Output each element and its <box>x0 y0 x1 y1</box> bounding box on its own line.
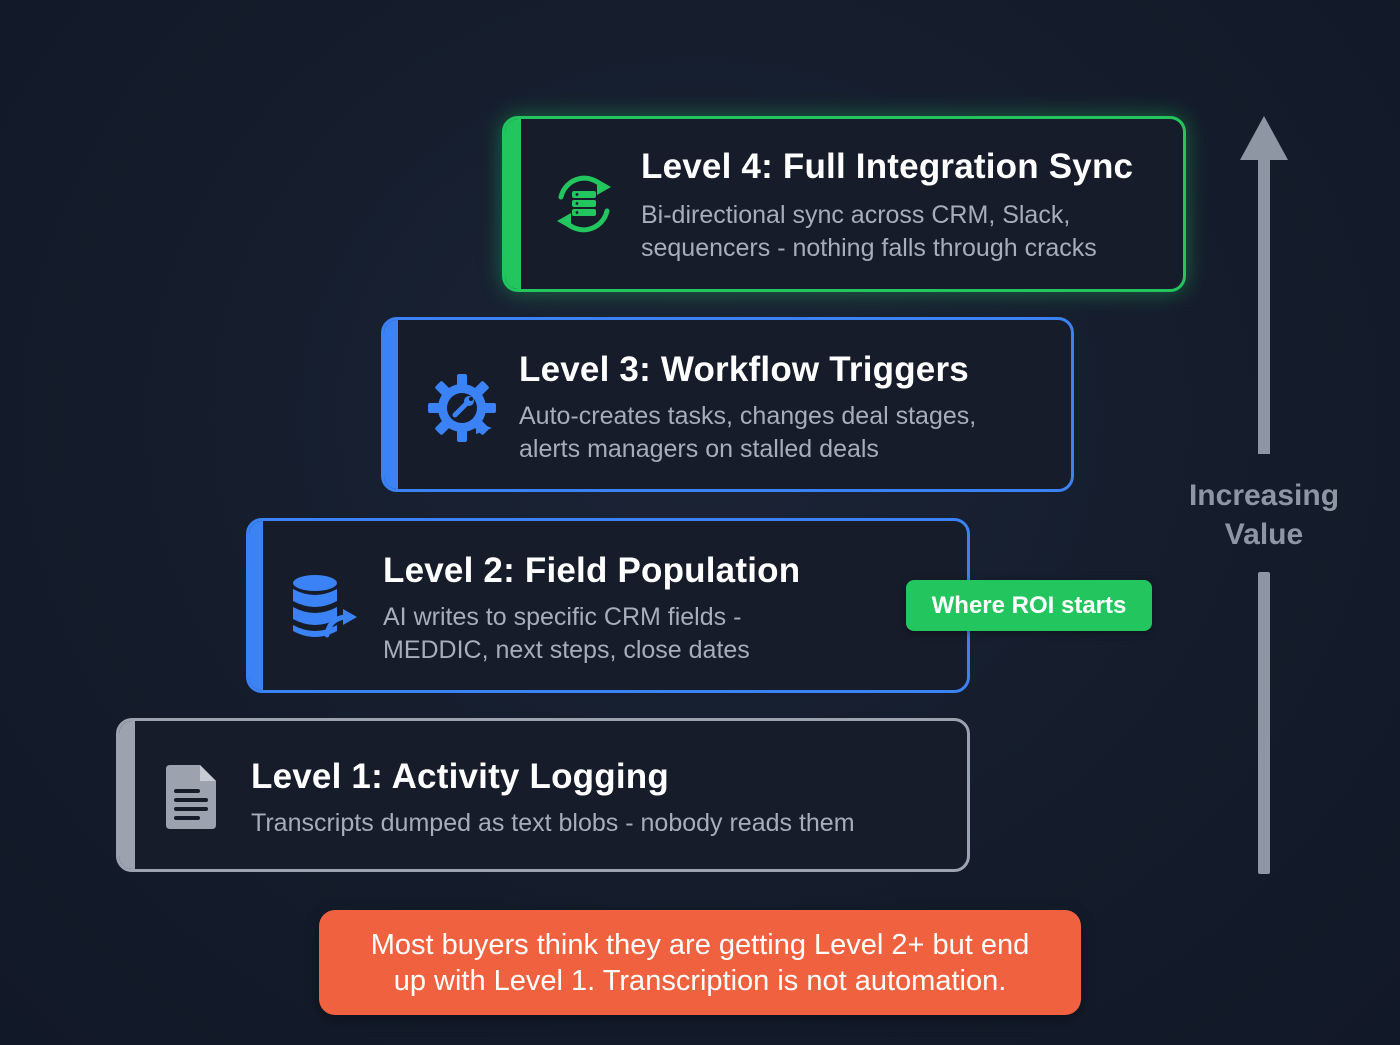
level-2-accent-stripe <box>249 521 263 690</box>
level-4-desc-line-2: sequencers - nothing falls through crack… <box>641 234 1097 262</box>
level-1-accent-stripe <box>119 721 135 869</box>
level-2-card: Level 2: Field Population AI writes to s… <box>246 518 970 693</box>
level-1-title: Level 1: Activity Logging <box>251 757 669 796</box>
roi-starts-badge: Where ROI starts <box>906 580 1152 631</box>
level-1-description: Transcripts dumped as text blobs - nobod… <box>251 809 855 837</box>
sync-database-icon <box>549 169 619 244</box>
level-2-desc-line-1: AI writes to specific CRM fields - <box>383 603 742 631</box>
document-icon <box>164 763 218 836</box>
value-label-line-2: Value <box>1224 518 1304 551</box>
gear-wrench-icon <box>426 372 498 449</box>
value-label-line-1: Increasing <box>1188 479 1340 512</box>
level-2-title: Level 2: Field Population <box>383 551 801 590</box>
increasing-value-label: Increasing Value <box>1164 476 1364 554</box>
level-4-accent-stripe <box>505 119 521 289</box>
level-3-desc-line-1: Auto-creates tasks, changes deal stages, <box>519 402 977 430</box>
level-4-title: Level 4: Full Integration Sync <box>641 147 1134 186</box>
database-write-icon <box>289 573 361 648</box>
level-3-accent-stripe <box>384 320 398 489</box>
level-2-description: AI writes to specific CRM fields - MEDDI… <box>383 601 750 667</box>
level-3-card: Level 3: Workflow Triggers Auto-creates … <box>381 317 1074 492</box>
level-4-description: Bi-directional sync across CRM, Slack, s… <box>641 199 1097 265</box>
warning-callout: Most buyers think they are getting Level… <box>319 910 1081 1015</box>
level-1-card: Level 1: Activity Logging Transcripts du… <box>116 718 970 872</box>
level-3-desc-line-2: alerts managers on stalled deals <box>519 435 879 463</box>
warning-line-1: Most buyers think they are getting Level… <box>370 928 1030 961</box>
level-2-desc-line-2: MEDDIC, next steps, close dates <box>383 636 750 664</box>
level-4-desc-line-1: Bi-directional sync across CRM, Slack, <box>641 201 1071 229</box>
value-axis-arrow <box>1230 110 1300 885</box>
level-3-description: Auto-creates tasks, changes deal stages,… <box>519 400 976 466</box>
level-3-title: Level 3: Workflow Triggers <box>519 350 969 389</box>
level-4-card: Level 4: Full Integration Sync Bi-direct… <box>502 116 1186 292</box>
warning-line-2: up with Level 1. Transcription is not au… <box>393 964 1007 997</box>
